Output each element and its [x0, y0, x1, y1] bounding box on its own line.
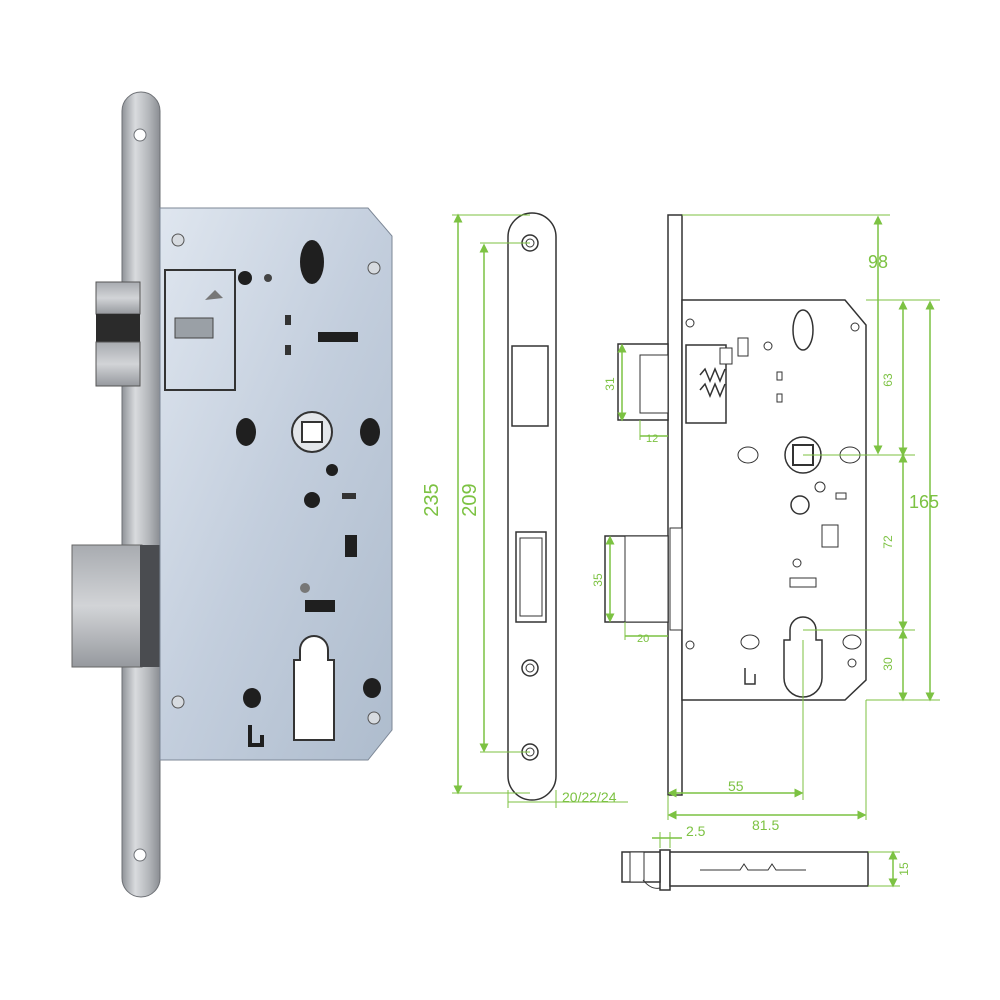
dim-body-depth: 81.5 [752, 817, 779, 833]
dim-body-thickness: 15 [897, 862, 911, 876]
dim-lower-section: 30 [881, 657, 895, 671]
cylinder-cutout [293, 635, 335, 741]
faceplate [121, 91, 161, 898]
dim-upper-section: 63 [881, 373, 895, 387]
dim-bolt-height: 35 [591, 573, 605, 587]
dim-backset: 55 [728, 778, 744, 794]
dim-bolt-projection: 20 [637, 633, 649, 645]
dim-latch-projection: 12 [646, 433, 658, 445]
lock-body [159, 207, 393, 761]
latch-bolt [95, 281, 141, 315]
faceplate-screw-hole-top [133, 128, 147, 142]
faceplate-drawing [452, 212, 628, 808]
dim-body-height: 165 [909, 492, 939, 512]
side-view-drawing [621, 832, 900, 891]
dim-faceplate-widths: 20/22/24 [562, 789, 617, 805]
dim-screw-spacing: 209 [459, 483, 481, 516]
dim-backset-to-top: 98 [868, 252, 888, 272]
dimension-labels: 235 209 20/22/24 98 165 63 72 30 31 12 3… [421, 252, 939, 876]
dim-faceplate-thickness: 2.5 [686, 823, 706, 839]
dim-total-height: 235 [421, 483, 443, 516]
lock-photo [71, 91, 393, 898]
body-drawing [604, 214, 940, 820]
dead-bolt [71, 544, 143, 668]
dim-center-distance: 72 [881, 535, 895, 549]
faceplate-screw-hole-bottom [133, 848, 147, 862]
dim-latch-height: 31 [603, 377, 617, 391]
